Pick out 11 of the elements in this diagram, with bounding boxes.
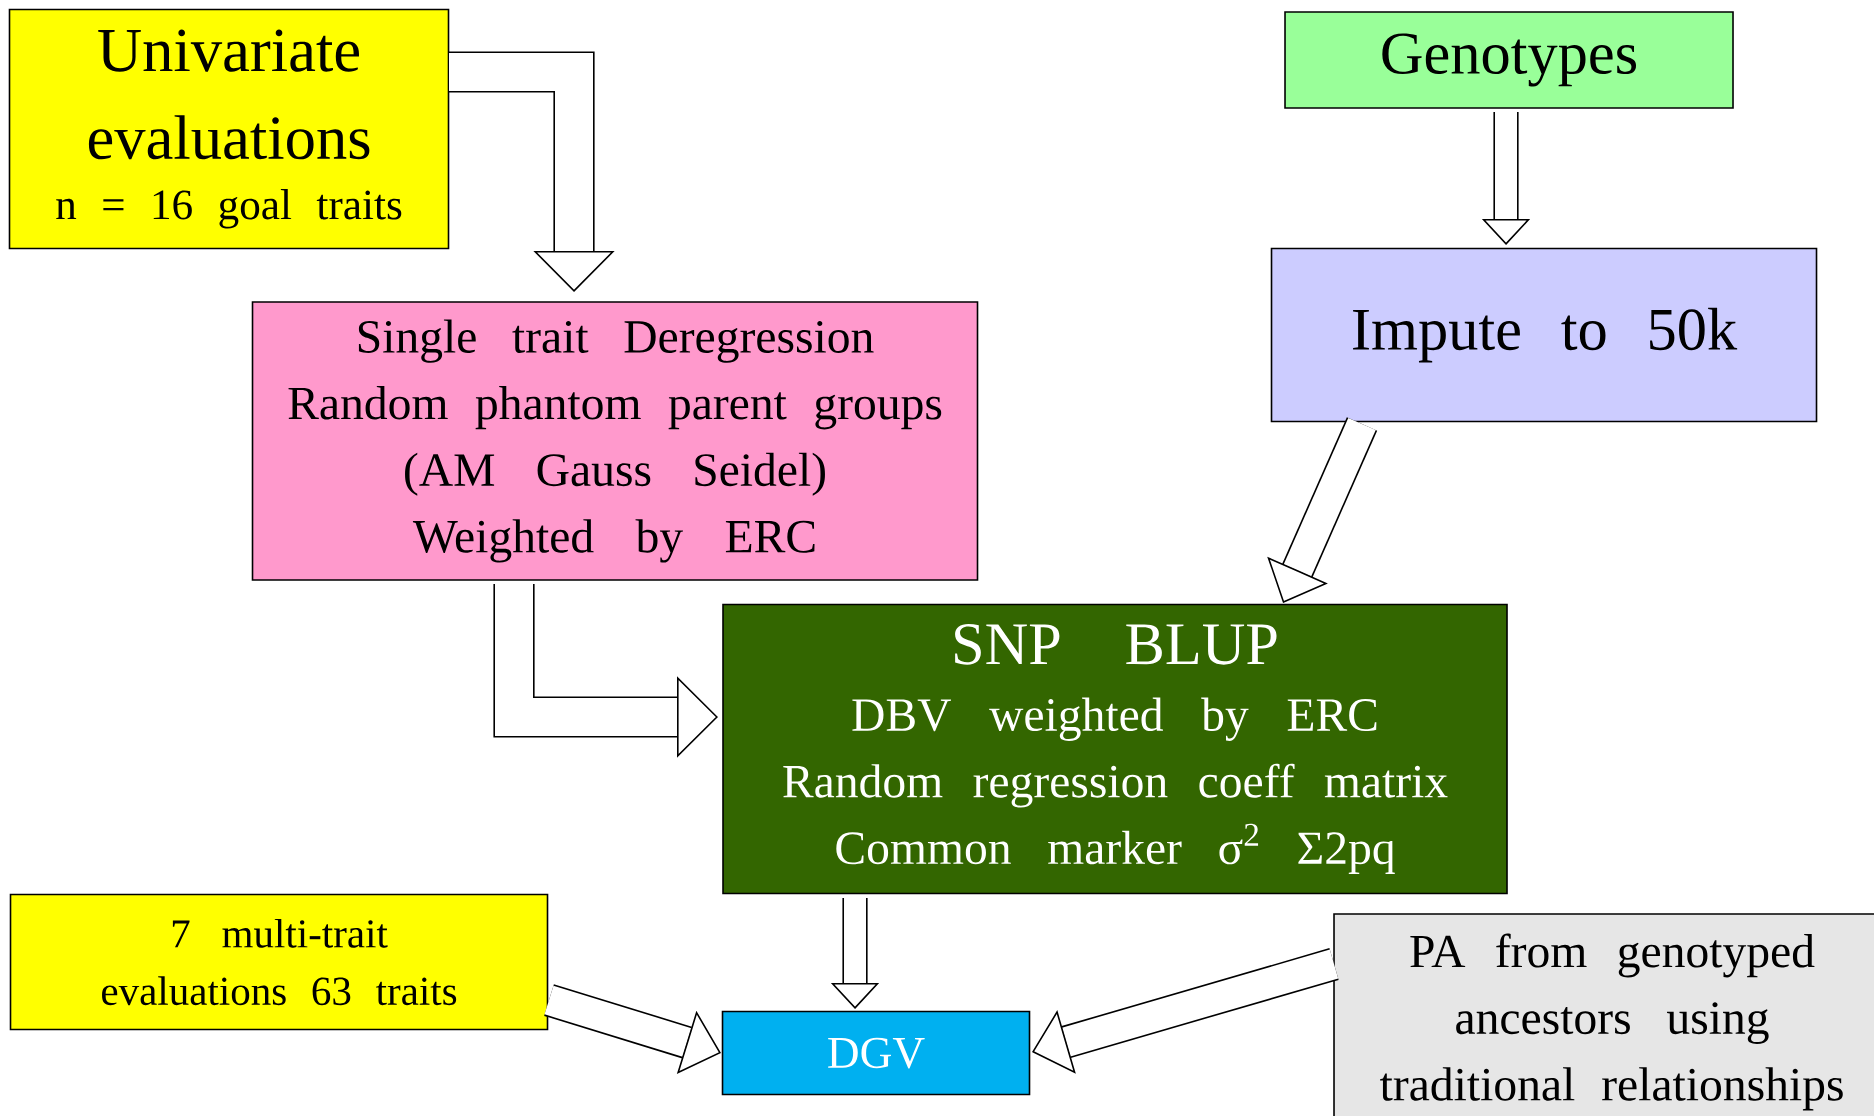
input-box: 7 multi-trait evaluations 63 traits bbox=[9, 893, 549, 1031]
process-box: Single trait Deregression Random phantom parent groups (AM Gauss Seidel) Weighted by ERC bbox=[251, 301, 979, 581]
process-box: Univariate evaluations n = 16 goal traits bbox=[8, 8, 450, 250]
process-box: Impute to 50k bbox=[1270, 247, 1818, 423]
input-box: Genotypes bbox=[1284, 11, 1734, 109]
process-box: SNP BLUP DBV weighted by ERC Random regression coeff matrix Common marker σ$^{2}$ Σ2pq bbox=[722, 603, 1508, 895]
block-arrow bbox=[1267, 417, 1378, 603]
block-arrow bbox=[449, 51, 615, 292]
block-arrow bbox=[1032, 948, 1339, 1074]
input-box: PA from genotyped ancestors using traditional relationships bbox=[1333, 913, 1874, 1116]
output-box: DGV bbox=[721, 1010, 1031, 1096]
